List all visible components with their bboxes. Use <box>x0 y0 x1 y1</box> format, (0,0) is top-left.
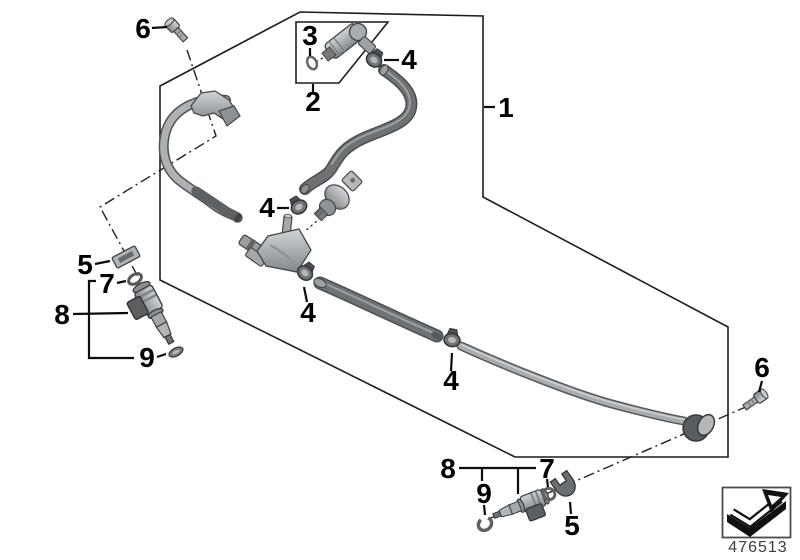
callout-6-right[interactable]: 6 <box>754 352 770 383</box>
callout-2[interactable]: 2 <box>305 86 321 117</box>
o-ring-9-bottom-graphic <box>476 515 494 533</box>
direction-indicator-box <box>721 486 792 539</box>
callout-3[interactable]: 3 <box>302 20 318 51</box>
installation-direction-arrow-icon <box>727 489 789 537</box>
fuel-pipe-graphic <box>456 341 689 426</box>
leader-lines <box>72 25 764 516</box>
mounting-bolt-right-graphic <box>740 387 771 413</box>
retaining-clip-left-graphic <box>111 245 141 269</box>
callout-8-bottom[interactable]: 8 <box>440 453 456 484</box>
sensor-axis-dotted <box>303 213 326 233</box>
s-hose-graphic <box>299 64 418 195</box>
o-ring-7-left-graphic <box>127 272 143 286</box>
o-ring-3-graphic <box>305 55 319 71</box>
callout-7-left[interactable]: 7 <box>99 268 115 299</box>
fuel-line-left-graphic <box>158 94 243 223</box>
mounting-bolt-top-graphic <box>162 15 191 45</box>
callout-6-top[interactable]: 6 <box>135 13 151 44</box>
retaining-clip-bottom-graphic <box>549 469 576 497</box>
banjo-union-graphic <box>321 22 377 62</box>
o-ring-9-left-graphic <box>168 346 184 358</box>
hose-clamp-mid-graphic <box>442 326 463 349</box>
injector-bottom-graphic <box>489 486 556 534</box>
callout-4-upper[interactable]: 4 <box>259 192 275 223</box>
hose-elbow-end-graphic <box>682 413 716 442</box>
callout-5-bottom[interactable]: 5 <box>564 510 580 541</box>
drawing-number: 476513 <box>728 539 787 556</box>
callout-1[interactable]: 1 <box>498 92 514 123</box>
callout-7-bottom[interactable]: 7 <box>539 453 555 484</box>
o-ring-7-bottom-graphic <box>541 486 557 502</box>
callout-9-bottom[interactable]: 9 <box>476 478 492 509</box>
callout-4-top[interactable]: 4 <box>401 44 417 75</box>
callout-4-lower[interactable]: 4 <box>300 297 316 328</box>
callout-5-left[interactable]: 5 <box>77 249 93 280</box>
group-1-outline <box>159 11 729 458</box>
hose-clamp-y-top-graphic <box>285 192 310 218</box>
item-2-box-outline <box>295 21 390 84</box>
callout-8-left[interactable]: 8 <box>54 299 70 330</box>
callout-9-left[interactable]: 9 <box>139 342 155 373</box>
line-bracket-graphic <box>190 90 241 127</box>
y-distributor-graphic <box>245 213 312 273</box>
pressure-sensor-graphic <box>313 170 363 222</box>
callout-4-mid[interactable]: 4 <box>443 365 459 396</box>
main-hose-graphic <box>313 276 444 343</box>
